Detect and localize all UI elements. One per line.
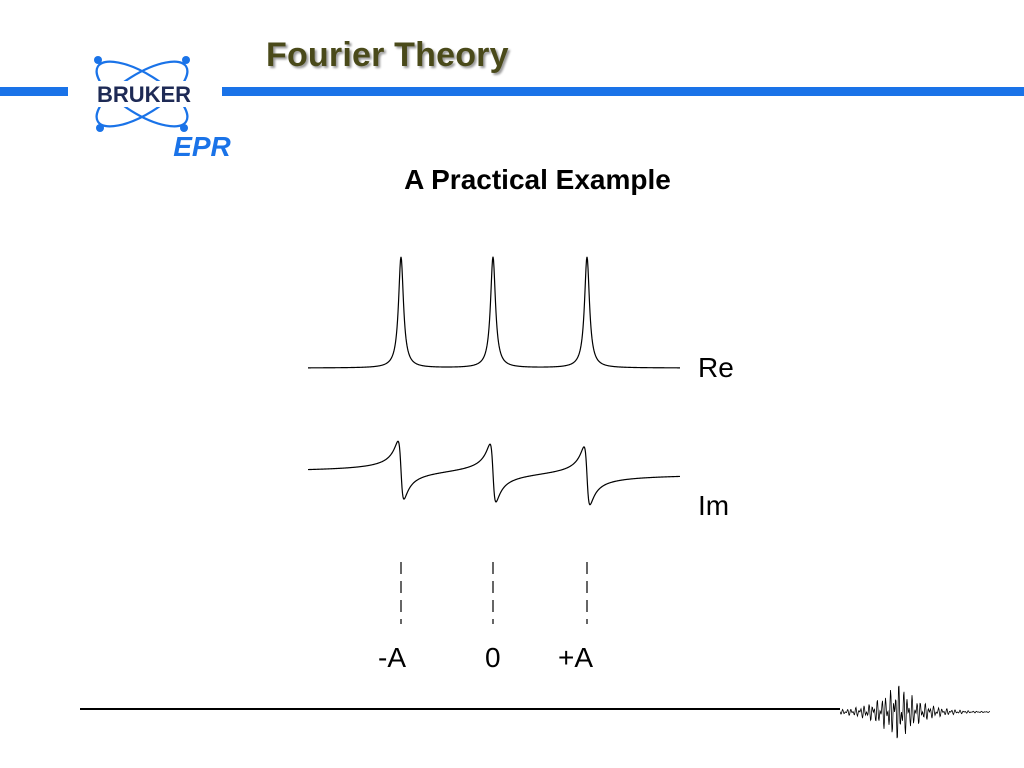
slide-title: Fourier Theory bbox=[266, 36, 509, 74]
header-bar-left bbox=[0, 87, 68, 96]
slide-subtitle: A Practical Example bbox=[404, 164, 671, 195]
footer-divider bbox=[80, 708, 840, 710]
svg-text:EPR: EPR bbox=[173, 131, 231, 162]
imaginary-label: Im bbox=[698, 490, 730, 521]
bruker-logo-icon: BRUKER EPR bbox=[68, 56, 232, 162]
position-label-plus-a: +A bbox=[558, 642, 594, 673]
fid-signal-icon bbox=[840, 685, 990, 739]
spectrum-diagram bbox=[307, 256, 681, 624]
real-spectrum-curve bbox=[308, 256, 680, 369]
real-label: Re bbox=[698, 352, 734, 383]
position-label-zero: 0 bbox=[485, 642, 501, 673]
imaginary-spectrum-curve bbox=[307, 440, 681, 506]
position-label-minus-a: -A bbox=[378, 642, 406, 673]
svg-text:BRUKER: BRUKER bbox=[97, 82, 191, 107]
header-bar-right bbox=[222, 87, 1024, 96]
